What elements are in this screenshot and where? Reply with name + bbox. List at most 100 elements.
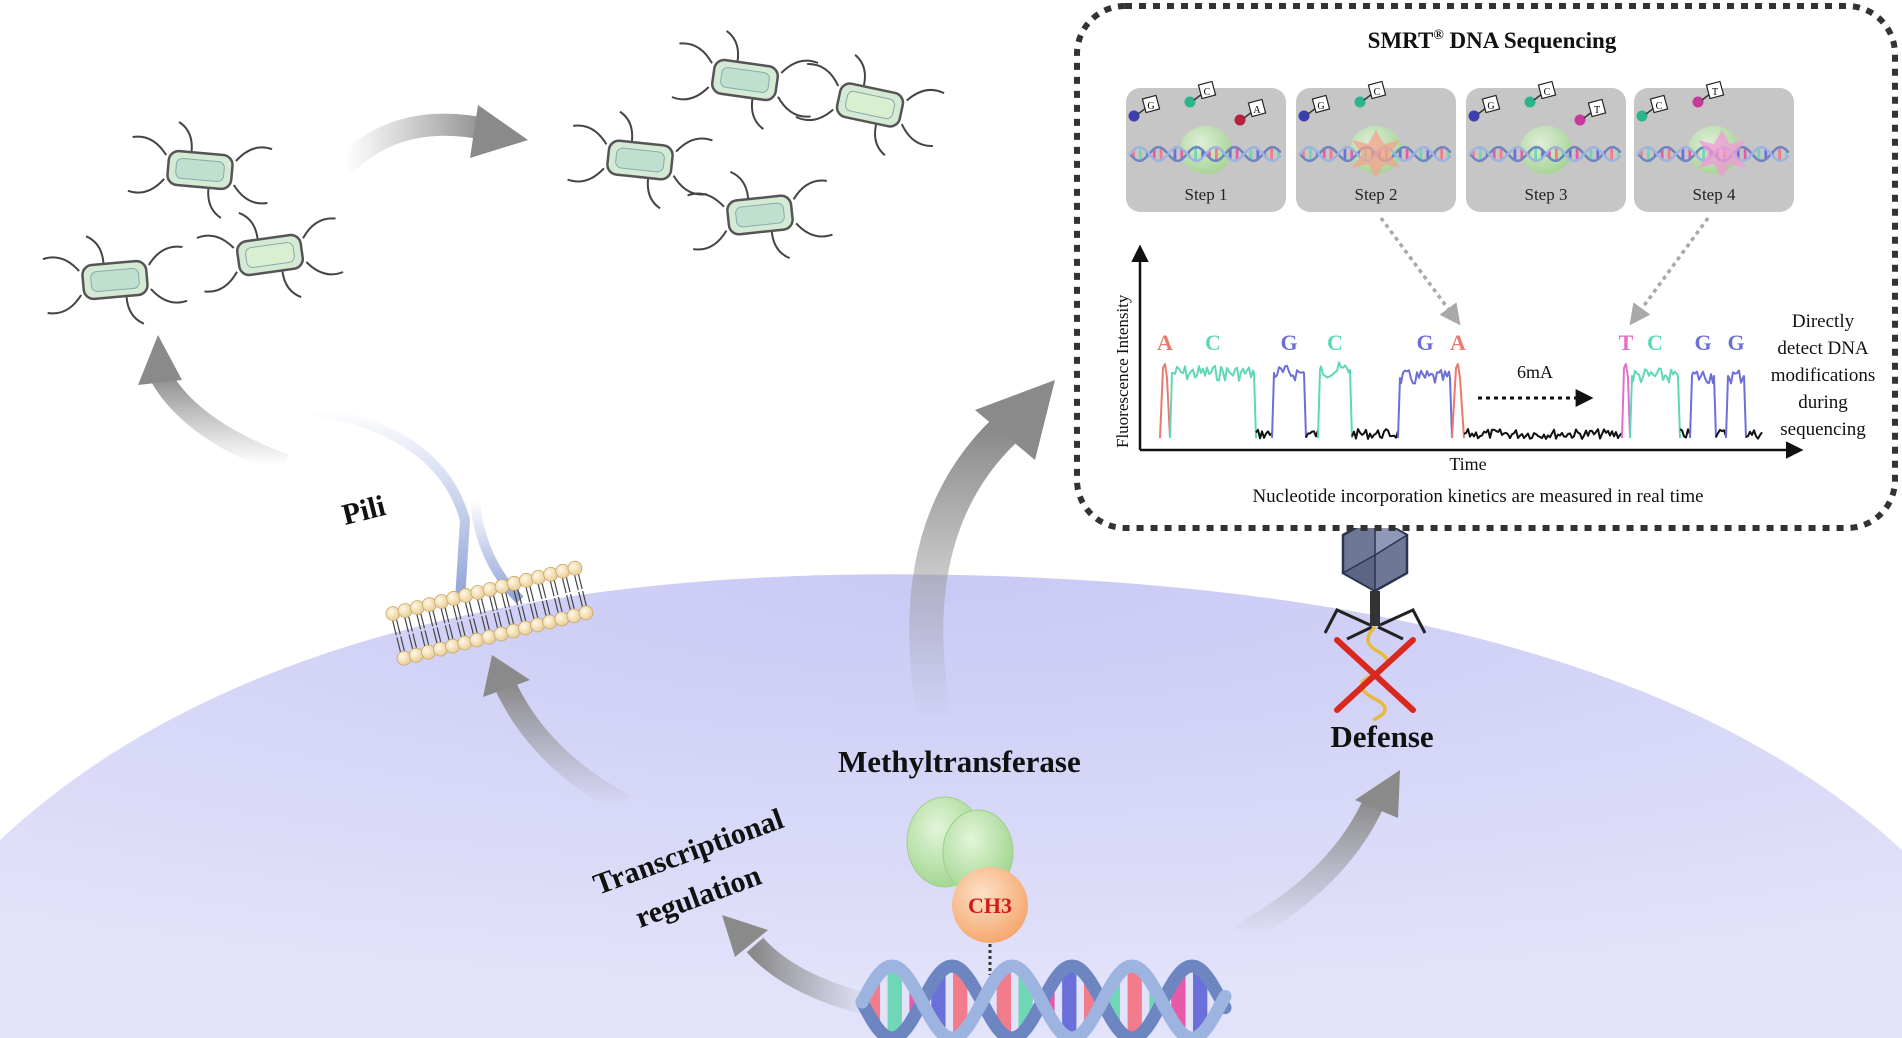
modification-label-6ma: 6mA bbox=[1517, 362, 1553, 382]
smrt-steps: G C A Step 1 G C Step 2 G C T Step 3 C T Step 4 bbox=[1126, 80, 1794, 212]
methyltransferase-enzyme-icon bbox=[906, 796, 1014, 895]
polymerase-icon bbox=[1520, 126, 1572, 174]
side-note-line: Directly bbox=[1792, 311, 1855, 332]
lipid-head-icon bbox=[578, 605, 594, 621]
smrt-panel: SMRT® DNA Sequencing G C A Step 1 G C Step 2 G C… bbox=[1074, 3, 1898, 531]
trace-pulse bbox=[1159, 363, 1171, 439]
bacteria-group-after bbox=[567, 30, 945, 260]
arrow-bacteria-spread bbox=[337, 105, 528, 173]
nucleotide-letter: T bbox=[1712, 87, 1718, 98]
nucleotide-icon: C bbox=[1354, 80, 1387, 108]
pili bbox=[309, 405, 524, 604]
smrt-step-2: G C Step 2 bbox=[1296, 80, 1456, 212]
arrow-to-membrane bbox=[483, 655, 631, 815]
side-note-line: during bbox=[1798, 392, 1848, 413]
side-note-line: detect DNA bbox=[1777, 338, 1869, 359]
nucleotide-icon: G bbox=[1128, 94, 1161, 122]
arrow-dna-to-transcription bbox=[722, 915, 873, 1016]
nucleotide-letter: G bbox=[1317, 101, 1324, 112]
trace-pulse bbox=[1397, 369, 1453, 439]
trace-base-label: G bbox=[1416, 330, 1433, 355]
arrow-pili-to-bacteria bbox=[138, 335, 289, 476]
trace-pulse bbox=[1725, 369, 1747, 439]
nucleotide-letter: C bbox=[1656, 101, 1663, 112]
nucleotide-icon: A bbox=[1234, 98, 1267, 126]
trace-base-label: C bbox=[1647, 330, 1663, 355]
smrt-step-1: G C A Step 1 bbox=[1126, 80, 1286, 212]
trace-base-label: G bbox=[1727, 330, 1744, 355]
trace-pulse bbox=[1689, 370, 1717, 439]
nucleotide-letter: T bbox=[1594, 105, 1600, 116]
phage-icon bbox=[1323, 515, 1427, 722]
trace-x-axis-label: Time bbox=[1449, 454, 1486, 474]
trace-base-label: G bbox=[1694, 330, 1711, 355]
bacterium-icon bbox=[671, 30, 819, 130]
nucleotide-letter: G bbox=[1487, 101, 1494, 112]
bacterium-icon bbox=[795, 54, 945, 156]
trace-base-label: A bbox=[1450, 330, 1466, 355]
side-note-line: sequencing bbox=[1780, 419, 1866, 440]
ch3-label: CH3 bbox=[968, 893, 1012, 918]
bacterium-icon bbox=[42, 235, 188, 325]
arrow-dna-to-defense bbox=[1234, 770, 1400, 945]
defense-label: Defense bbox=[1330, 719, 1433, 754]
nucleotide-letter: C bbox=[1374, 87, 1381, 98]
side-note: Directly detect DNA modifications during seq… bbox=[1771, 311, 1875, 440]
bacterium-icon bbox=[127, 121, 273, 219]
fluorescence-flash-icon bbox=[1698, 130, 1746, 178]
trace-base-label: T bbox=[1619, 330, 1634, 355]
bacterium-icon bbox=[196, 211, 344, 299]
trace-baseline bbox=[1715, 428, 1727, 438]
smrt-step-label: Step 1 bbox=[1185, 185, 1228, 204]
smrt-step-label: Step 4 bbox=[1693, 185, 1736, 204]
fluorescence-trace bbox=[1159, 361, 1763, 440]
nucleotide-letter: A bbox=[1253, 105, 1261, 116]
trace-base-label: G bbox=[1280, 330, 1297, 355]
trace-baseline bbox=[1305, 429, 1319, 438]
trace-y-axis-label: Fluorescence Intensity bbox=[1113, 294, 1132, 448]
trace-pulse bbox=[1621, 363, 1631, 439]
trace-baseline bbox=[1745, 429, 1763, 440]
trace-pulse bbox=[1271, 364, 1307, 439]
nucleotide-icon: C bbox=[1636, 94, 1669, 122]
nucleotide-icon: T bbox=[1574, 98, 1607, 126]
bacteria-group-before bbox=[42, 121, 344, 325]
ch3-group-icon: CH3 bbox=[952, 867, 1028, 975]
trace-baseline bbox=[1255, 428, 1273, 440]
nucleotide-icon: T bbox=[1692, 80, 1725, 108]
trace-pulse bbox=[1629, 367, 1681, 439]
trace-base-label: C bbox=[1327, 330, 1343, 355]
side-note-line: modifications bbox=[1771, 365, 1875, 386]
trace-caption: Nucleotide incorporation kinetics are me… bbox=[1252, 486, 1703, 507]
trace-baseline bbox=[1463, 428, 1623, 440]
nucleotide-icon: C bbox=[1524, 80, 1557, 108]
polymerase-icon bbox=[1180, 126, 1232, 174]
bacterium-icon bbox=[687, 170, 833, 260]
trace-pulse bbox=[1451, 363, 1465, 439]
pili-label: Pili bbox=[339, 489, 389, 532]
guide-arrow-step4 bbox=[1629, 216, 1710, 326]
dna-helix-icon bbox=[855, 959, 1232, 1038]
nucleotide-letter: C bbox=[1544, 87, 1551, 98]
trace-baseline bbox=[1679, 428, 1691, 439]
lipid-head-icon bbox=[567, 560, 583, 576]
nucleotide-icon: G bbox=[1468, 94, 1501, 122]
smrt-title: SMRT® DNA Sequencing bbox=[1368, 28, 1617, 53]
smrt-step-label: Step 3 bbox=[1525, 185, 1568, 204]
guide-arrow-step2 bbox=[1379, 216, 1461, 326]
arrow-methyltransferase-to-smrt bbox=[909, 380, 1055, 724]
smrt-step-3: G C T Step 3 bbox=[1466, 80, 1626, 212]
trace-pulse bbox=[1169, 364, 1257, 439]
blocked-cross-icon bbox=[1334, 637, 1416, 713]
trace-pulse bbox=[1317, 361, 1353, 439]
nucleotide-letter: C bbox=[1204, 87, 1211, 98]
smrt-step-label: Step 2 bbox=[1355, 185, 1398, 204]
methyltransferase-label: Methyltransferase bbox=[838, 744, 1081, 779]
fluorescence-flash-icon bbox=[1352, 130, 1400, 178]
bacterium-icon bbox=[567, 110, 713, 210]
trace-baseline bbox=[1351, 428, 1399, 440]
trace-base-label: C bbox=[1205, 330, 1221, 355]
nucleotide-icon: G bbox=[1298, 94, 1331, 122]
